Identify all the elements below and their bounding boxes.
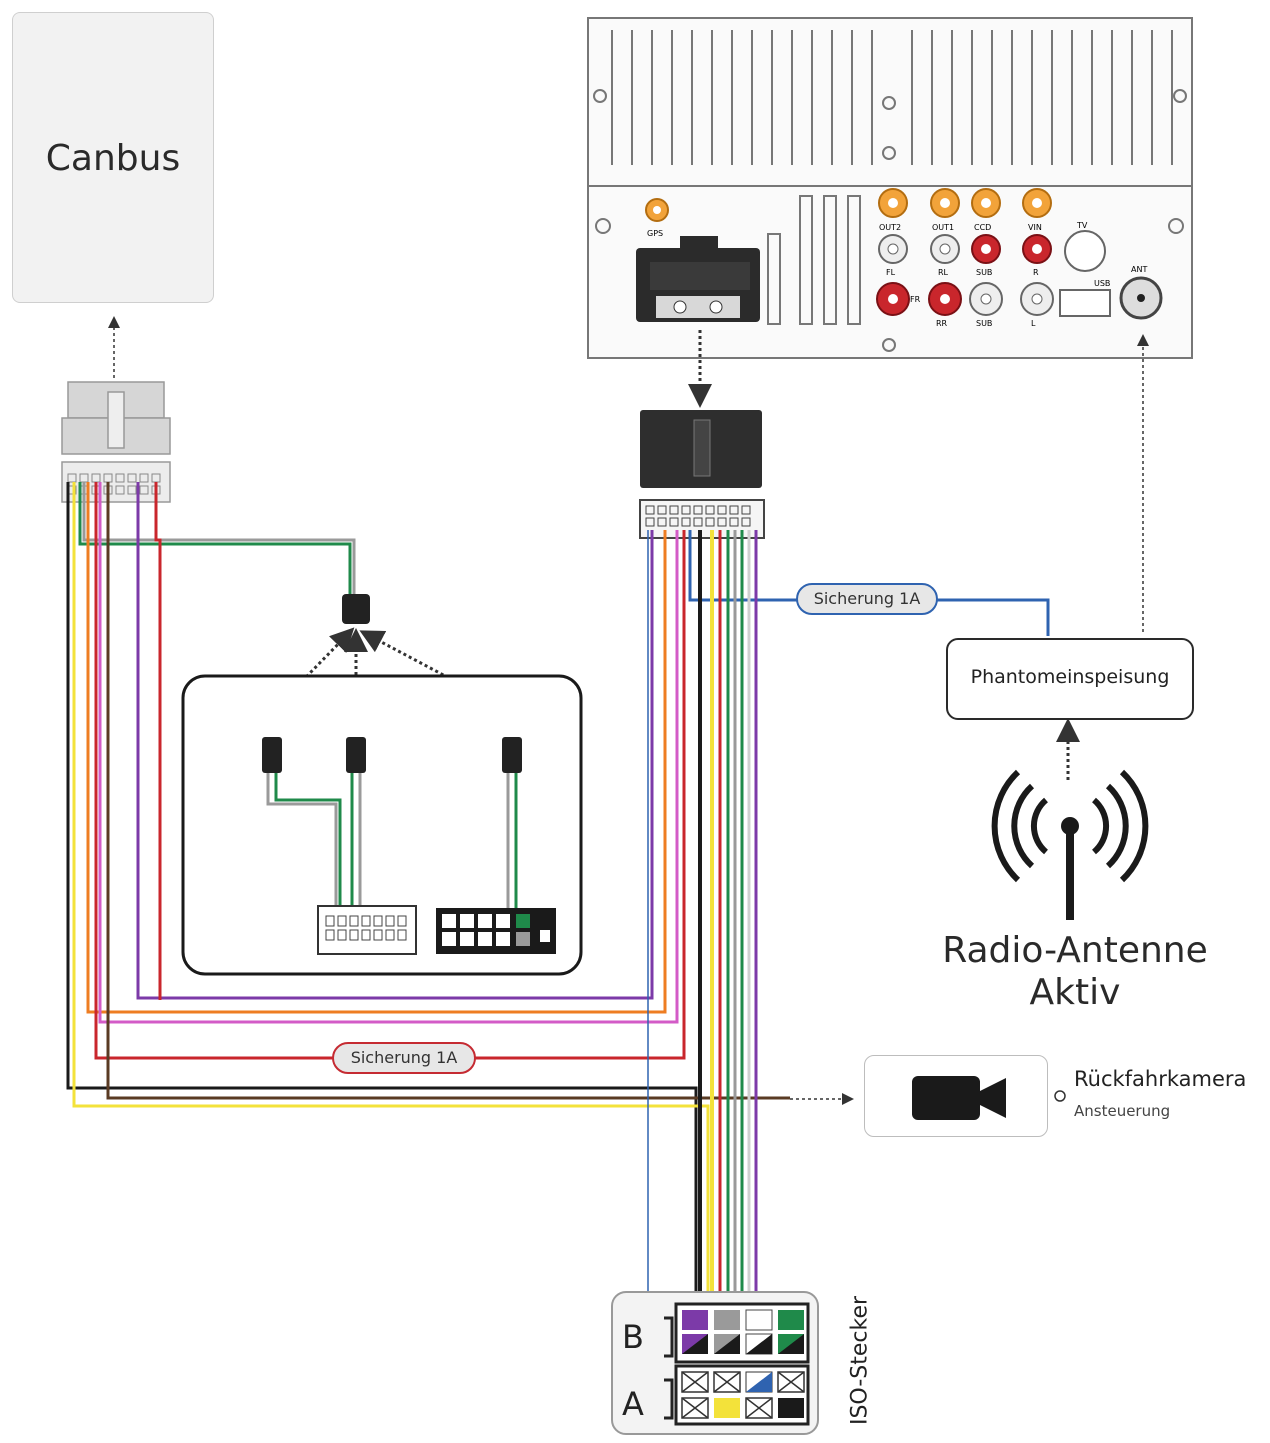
- wire-black: [66, 482, 698, 1292]
- ccd-label: CCD: [974, 223, 991, 232]
- camera-box: [864, 1055, 1048, 1137]
- heatsink-fins: [611, 30, 1173, 165]
- phantom-power-box: [946, 638, 1194, 720]
- tv-label: TV: [1076, 221, 1088, 230]
- fl-label: FL: [886, 268, 896, 277]
- fuse-blue-label: Sicherung 1A: [796, 583, 938, 615]
- rr-label: RR: [936, 319, 948, 328]
- wires: [66, 482, 1050, 1292]
- antenna-label-line1: Radio-Antenne: [942, 930, 1208, 971]
- camera-icon: [912, 1076, 1066, 1120]
- sub2-label: SUB: [976, 319, 992, 328]
- radio-head-unit: GPS OUT2 OUT1 CCD VIN TV F: [587, 17, 1193, 359]
- gps-label: GPS: [647, 229, 663, 238]
- antenna-label: Radio-Antenne Aktiv: [930, 930, 1220, 1014]
- vin-label: VIN: [1028, 223, 1042, 232]
- wire-magenta: [98, 482, 679, 1024]
- out1-label: OUT1: [932, 223, 954, 232]
- canbus-module: [12, 12, 214, 303]
- wire-purple: [136, 482, 654, 1000]
- rca-row-bottom: [876, 276, 1163, 320]
- wire-brown: [106, 482, 790, 1100]
- adapter-options-box: [181, 674, 583, 976]
- fuse-red-label: Sicherung 1A: [332, 1042, 476, 1074]
- radio-harness-connector: [639, 410, 765, 539]
- wire-gray-can: [82, 482, 356, 600]
- r-label: R: [1033, 268, 1039, 277]
- canbus-connector: [61, 381, 171, 503]
- wire-green-can: [78, 482, 352, 600]
- canbus-label: Canbus: [45, 138, 181, 179]
- wire-orange: [86, 482, 667, 1014]
- junction-connector: [342, 594, 370, 624]
- camera-subtitle: Ansteuerung: [1074, 1102, 1171, 1120]
- ant-label: ANT: [1131, 265, 1147, 274]
- iso-row-a-label: A: [622, 1385, 644, 1423]
- wire-yellow: [72, 482, 710, 1292]
- rca-row-top: [878, 188, 1052, 218]
- radio-harness-socket: [636, 236, 760, 322]
- antenna-label-line2: Aktiv: [1029, 972, 1121, 1013]
- iso-row-b-label: B: [622, 1318, 644, 1356]
- rl-label: RL: [938, 268, 949, 277]
- l-label: L: [1031, 319, 1036, 328]
- antenna-icon: [991, 769, 1149, 920]
- usb-label: USB: [1094, 279, 1110, 288]
- iso-connector: [611, 1291, 819, 1435]
- rca-row-middle: [878, 230, 1106, 272]
- iso-label: ISO-Stecker: [847, 1295, 873, 1426]
- fr-label: FR: [910, 295, 921, 304]
- sub1-label: SUB: [976, 268, 992, 277]
- phantom-label: Phantomeinspeisung: [970, 666, 1170, 688]
- out2-label: OUT2: [879, 223, 901, 232]
- vent-slots: [767, 195, 861, 325]
- camera-title: Rückfahrkamera: [1074, 1067, 1247, 1091]
